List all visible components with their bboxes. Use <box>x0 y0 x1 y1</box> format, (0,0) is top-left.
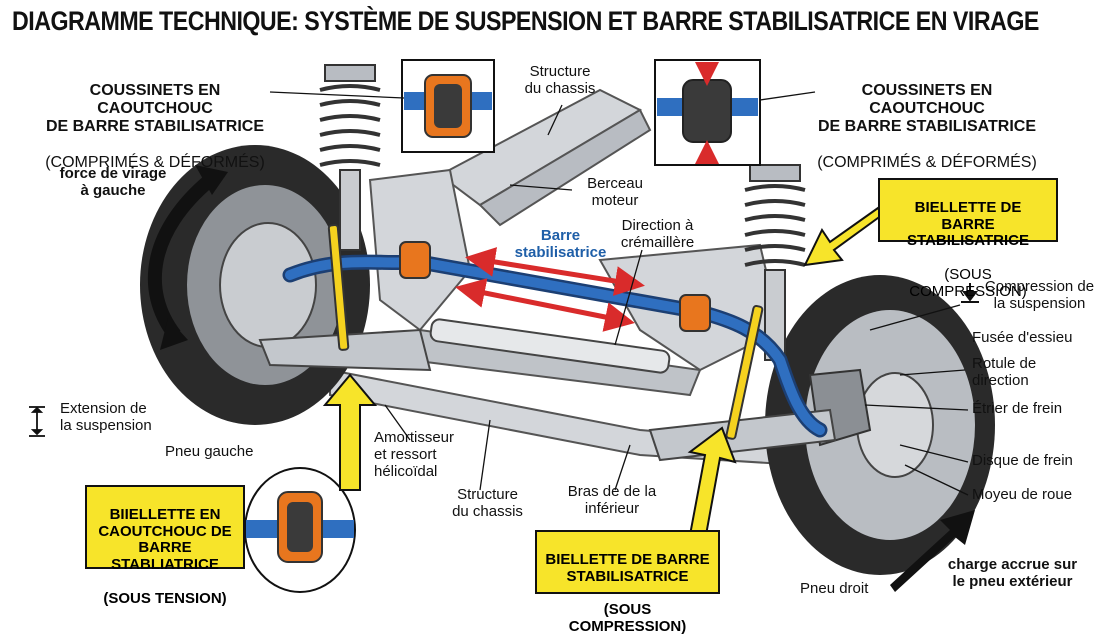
callout-biellette-top-right: BIELLETTE DE BARRE STABILISATRICE (SOUS … <box>878 178 1058 300</box>
callout-biellette-top-right-title: BIELLETTE DE BARRE STABILISATRICE <box>907 198 1029 250</box>
label-force-virage: force de virage à gauche <box>59 165 167 199</box>
force-arrows <box>455 247 645 332</box>
label-pneu-gauche: Pneu gauche <box>165 443 254 460</box>
suspension-illustration <box>29 59 995 593</box>
label-etrier-frein: Étrier de frein <box>972 400 1063 417</box>
label-pneu-droit: Pneu droit <box>800 580 869 597</box>
label-bushing-right-sub: (COMPRIMÉS & DÉFORMÉS) <box>817 153 1037 171</box>
label-barre-stabilisatrice: Barre stabilisatrice <box>514 227 607 261</box>
steering-force-arrow <box>147 165 228 350</box>
callout-biellette-bottom-left: BIIELLETTE EN CAOUTCHOUC DE BARRE STABLI… <box>85 485 245 607</box>
label-fusee-essieu: Fusée d'essieu <box>972 329 1073 346</box>
callout-biellette-bottom-center: BIELLETTE DE BARRE STABILISATRICE (SOUS … <box>535 530 720 635</box>
label-structure-chassis-top: Structure du chassis <box>524 63 596 97</box>
label-charge-accrue: charge accrue sur le pneu extérieur <box>947 556 1078 590</box>
label-compression-suspension: Compression de la suspension <box>984 278 1095 312</box>
label-extension-suspension: Extension de la suspension <box>60 400 152 434</box>
page-title: DIAGRAMME TECHNIQUE: SYSTÈME DE SUSPENSI… <box>12 6 1039 36</box>
right-tire <box>765 275 995 575</box>
callout-biellette-bottom-left-sub: (SOUS TENSION) <box>103 589 227 607</box>
label-bushing-right-title: COUSSINETS EN CAOUTCHOUC DE BARRE STABIL… <box>817 81 1037 135</box>
callout-biellette-top-right-sub: (SOUS COMPRESSION) <box>909 265 1027 300</box>
steering-rack <box>429 318 671 374</box>
label-bushing-left-title: COUSSINETS EN CAOUTCHOUC DE BARRE STABIL… <box>45 81 265 135</box>
label-amortisseur: Amortisseur et ressort hélicoïdal <box>374 429 455 480</box>
callout-pointers <box>322 206 884 536</box>
load-arrow <box>890 510 975 592</box>
label-bras-inferieur: Bras de de la inférieur <box>567 483 657 517</box>
label-moyeu-roue: Moyeu de roue <box>972 486 1073 503</box>
label-structure-chassis-bottom: Structure du chassis <box>452 486 523 520</box>
label-bushing-left: COUSSINETS EN CAOUTCHOUC DE BARRE STABIL… <box>40 64 270 171</box>
left-coil-spring <box>319 64 381 251</box>
bushing-inset-right <box>654 59 761 166</box>
stabilizer-end-links <box>327 224 764 440</box>
callout-biellette-bottom-left-title: BIIELLETTE EN CAOUTCHOUC DE BARRE STABLI… <box>98 505 232 574</box>
stabilizer-bushings <box>399 241 711 332</box>
compression-icon <box>961 283 979 303</box>
extension-icon <box>29 406 45 437</box>
label-bushing-left-sub: (COMPRIMÉS & DÉFORMÉS) <box>45 153 265 171</box>
bushing-inset-left <box>401 59 495 153</box>
label-direction-cremaillere: Direction à crémaillère <box>620 217 695 251</box>
label-bushing-right: COUSSINETS EN CAOUTCHOUC DE BARRE STABIL… <box>812 64 1042 171</box>
leader-lines <box>269 91 969 496</box>
diagram-stage: DIAGRAMME TECHNIQUE: SYSTÈME DE SUSPENSI… <box>12 6 1095 635</box>
right-coil-spring <box>744 164 806 361</box>
callout-biellette-bottom-center-title: BIELLETTE DE BARRE STABILISATRICE <box>545 550 710 585</box>
label-rotule-direction: Rotule de direction <box>972 355 1037 389</box>
label-disque-frein: Disque de frein <box>972 452 1073 469</box>
label-berceau-moteur: Berceau moteur <box>587 175 643 209</box>
bushing-inset-bottom <box>244 467 356 593</box>
